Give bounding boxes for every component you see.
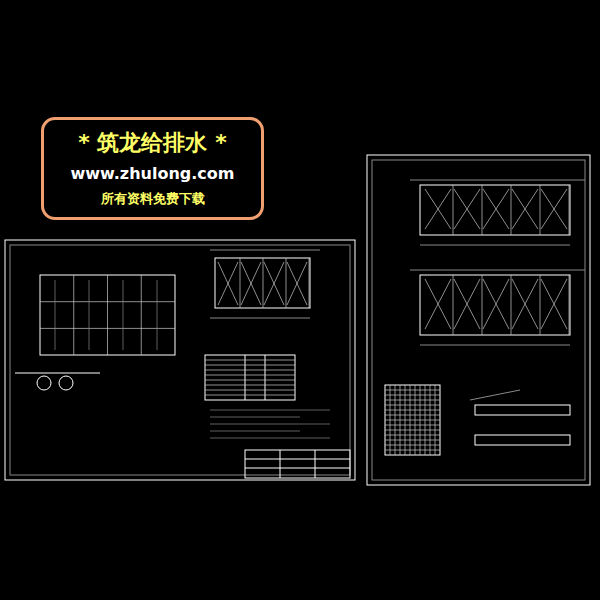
- drawing-line: [512, 279, 538, 329]
- drawing-line: [205, 365, 295, 366]
- drawing-line: [210, 424, 330, 425]
- watermark-text: * 筑龙给排水 *: [44, 128, 261, 158]
- drawing-line: [264, 262, 284, 305]
- drawing-line: [385, 415, 440, 416]
- drawing-line: [55, 280, 56, 350]
- drawing-line: [453, 185, 454, 235]
- drawing-line: [385, 440, 440, 441]
- drawing-line: [40, 328, 175, 329]
- drawing-line: [454, 279, 480, 329]
- drawing-line: [141, 275, 142, 355]
- drawing-line: [309, 258, 310, 308]
- drawing-line: [483, 279, 509, 329]
- drawing-line: [385, 445, 440, 446]
- drawing-line: [385, 390, 440, 391]
- drawing-line: [205, 360, 295, 361]
- drawing-line: [385, 435, 440, 436]
- drawing-line: [541, 189, 567, 229]
- drawing-line: [454, 279, 480, 329]
- drawing-line: [205, 385, 295, 386]
- drawing-line: [425, 189, 451, 229]
- drawing-line: [210, 431, 300, 432]
- drawing-line: [287, 262, 307, 305]
- drawing-line: [73, 275, 74, 355]
- drawing-line: [483, 279, 509, 329]
- drawing-line: [385, 410, 440, 411]
- drawing-line: [512, 279, 538, 329]
- drawing-line: [453, 275, 454, 335]
- drawing-line: [263, 258, 264, 308]
- drawing-line: [205, 390, 295, 391]
- drawing-line: [511, 185, 512, 235]
- drawing-line: [240, 258, 241, 308]
- drawing-line: [385, 450, 440, 451]
- drawing-line: [205, 375, 295, 376]
- drawing-line: [425, 279, 451, 329]
- drawing-line: [385, 420, 440, 421]
- drawing-line: [287, 262, 307, 305]
- drawing-line: [89, 280, 90, 350]
- drawing-line: [540, 275, 541, 335]
- drawing-line: [123, 280, 124, 350]
- drawing-line: [385, 400, 440, 401]
- drawing-line: [454, 189, 480, 229]
- drawing-line: [205, 370, 295, 371]
- drawing-line: [385, 395, 440, 396]
- drawing-line: [385, 430, 440, 431]
- drawing-line: [483, 189, 509, 229]
- drawing-line: [482, 275, 483, 335]
- drawing-line: [157, 280, 158, 350]
- drawing-line: [541, 189, 567, 229]
- drawing-line: [241, 262, 261, 305]
- drawing-line: [569, 185, 570, 235]
- drawing-line: [511, 275, 512, 335]
- drawing-line: [205, 395, 295, 396]
- drawing-line: [569, 275, 570, 335]
- drawing-line: [40, 301, 175, 302]
- drawing-line: [541, 279, 567, 329]
- drawing-line: [454, 189, 480, 229]
- drawing-line: [512, 189, 538, 229]
- drawing-line: [385, 405, 440, 406]
- drawing-line: [218, 262, 238, 305]
- drawing-line: [210, 438, 330, 439]
- drawing-line: [541, 279, 567, 329]
- drawing-line: [425, 189, 451, 229]
- drawing-line: [512, 189, 538, 229]
- drawing-line: [483, 189, 509, 229]
- drawing-line: [241, 262, 261, 305]
- drawing-line: [385, 425, 440, 426]
- drawing-line: [425, 279, 451, 329]
- watermark-text: 所有资料免费下载: [44, 190, 261, 208]
- drawing-line: [286, 258, 287, 308]
- drawing-line: [540, 185, 541, 235]
- drawing-line: [218, 262, 238, 305]
- drawing-line: [205, 380, 295, 381]
- watermark-text: www.zhulong.com: [44, 164, 261, 183]
- watermark-box: * 筑龙给排水 * www.zhulong.com 所有资料免费下载: [41, 117, 264, 220]
- drawing-line: [264, 262, 284, 305]
- drawing-line: [210, 410, 330, 411]
- drawing-line: [482, 185, 483, 235]
- drawing-line: [210, 417, 300, 418]
- drawing-line: [107, 275, 108, 355]
